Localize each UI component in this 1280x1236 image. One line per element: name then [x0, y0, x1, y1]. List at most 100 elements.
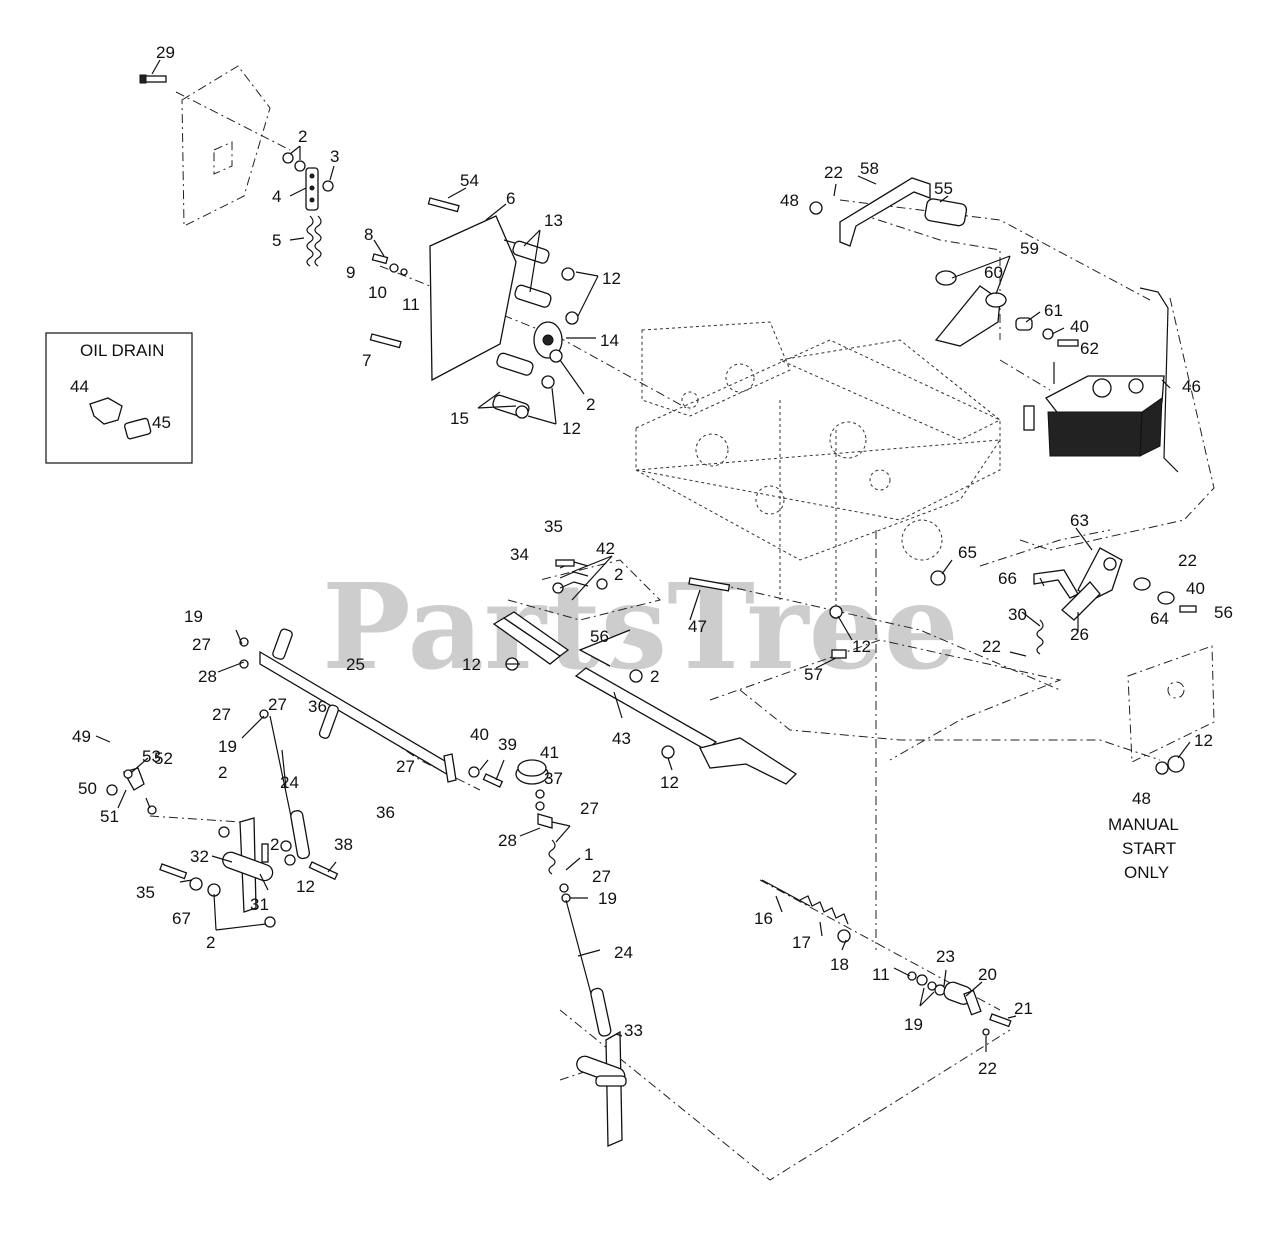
callout: 2 [586, 395, 595, 414]
callout: 19 [184, 607, 203, 626]
part-63-bracket [829, 547, 1197, 775]
callout: 2 [218, 763, 227, 782]
callout: 1 [584, 845, 593, 864]
engine-frame [634, 321, 1001, 620]
callout: 22 [824, 163, 843, 182]
manual-start-line2: START [1122, 839, 1176, 858]
right-plate [1127, 645, 1215, 763]
callout-labels: 29 2 3 4 5 54 6 13 12 8 9 10 11 14 7 2 1… [72, 43, 1233, 1078]
callout: 50 [78, 779, 97, 798]
callout: 22 [1178, 551, 1197, 570]
callout: 20 [978, 965, 997, 984]
callout: 36 [376, 803, 395, 822]
callout: 52 [154, 749, 173, 768]
part-24-link-left [239, 637, 311, 860]
callout: 41 [540, 743, 559, 762]
callout: 12 [1194, 731, 1213, 750]
callout: 13 [544, 211, 563, 230]
callout: 27 [192, 635, 211, 654]
part-31-bracket [159, 817, 339, 928]
callout: 12 [562, 419, 581, 438]
callout: 55 [934, 179, 953, 198]
manual-start-line1: MANUAL [1108, 815, 1179, 834]
callout: 2 [614, 565, 623, 584]
callout: 19 [218, 737, 237, 756]
callout: 51 [100, 807, 119, 826]
callout: 35 [544, 517, 563, 536]
callout: 3 [330, 147, 339, 166]
callout: 27 [580, 799, 599, 818]
callout: 47 [688, 617, 707, 636]
callout: 27 [268, 695, 287, 714]
callout: 67 [172, 909, 191, 928]
callout: 60 [984, 263, 1003, 282]
manual-start-note: 48 MANUAL START ONLY [1108, 789, 1179, 882]
callout: 28 [198, 667, 217, 686]
callout: 40 [1070, 317, 1089, 336]
callout: 36 [308, 697, 327, 716]
leader-lines [95, 59, 1191, 1052]
callout: 28 [498, 831, 517, 850]
callout: 21 [1014, 999, 1033, 1018]
callout: 64 [1150, 609, 1169, 628]
callout: 66 [998, 569, 1017, 588]
callout: 23 [936, 947, 955, 966]
callout: 65 [958, 543, 977, 562]
callout: 58 [860, 159, 879, 178]
part-46-rod [1139, 287, 1179, 473]
callout: 42 [596, 539, 615, 558]
callout: 14 [600, 331, 619, 350]
callout: 37 [544, 769, 563, 788]
part-49-rod [72, 533, 157, 815]
callout: 12 [296, 877, 315, 896]
callout: 39 [498, 735, 517, 754]
callout: 4 [272, 187, 281, 206]
callout: 2 [650, 667, 659, 686]
callout: 43 [612, 729, 631, 748]
part-25-shaft [259, 628, 504, 788]
callout: 25 [346, 655, 365, 674]
part-6-plate [429, 215, 579, 419]
callout: 62 [1080, 339, 1099, 358]
callout: 2 [206, 933, 215, 952]
part-4-link [305, 167, 319, 211]
callout: 35 [136, 883, 155, 902]
part-33-bracket [576, 1030, 627, 1147]
callout: 56 [1214, 603, 1233, 622]
manual-start-line3: ONLY [1124, 863, 1169, 882]
callout: 22 [978, 1059, 997, 1078]
callout: 12 [852, 637, 871, 656]
callout: 57 [804, 665, 823, 684]
callout: 48 [780, 191, 799, 210]
callout: 56 [590, 627, 609, 646]
callout: 30 [1008, 605, 1027, 624]
callout: 2 [298, 127, 307, 146]
callout: 5 [272, 231, 281, 250]
callout: 33 [624, 1021, 643, 1040]
callout: 9 [346, 263, 355, 282]
callout: 12 [602, 269, 621, 288]
callout-44: 44 [70, 377, 89, 396]
part-16-bolt [761, 879, 1012, 1036]
callout: 12 [660, 773, 679, 792]
left-top-plate [181, 65, 271, 227]
callout: 31 [250, 895, 269, 914]
callout: 40 [470, 725, 489, 744]
part-24-link-center [548, 839, 612, 1037]
callout: 12 [462, 655, 481, 674]
callout: 54 [460, 171, 479, 190]
part-29-bolt [139, 74, 167, 84]
callout: 27 [212, 705, 231, 724]
callout: 34 [510, 545, 529, 564]
callout: 24 [280, 773, 299, 792]
fuel-tank [1023, 362, 1165, 457]
callout: 11 [402, 295, 420, 314]
callout: 63 [1070, 511, 1089, 530]
callout: 46 [1182, 377, 1201, 396]
callout: 8 [364, 225, 373, 244]
part-41-knob [515, 759, 553, 829]
part-59-bracket [934, 270, 1079, 347]
callout: 19 [598, 889, 617, 908]
callout: 16 [754, 909, 773, 928]
